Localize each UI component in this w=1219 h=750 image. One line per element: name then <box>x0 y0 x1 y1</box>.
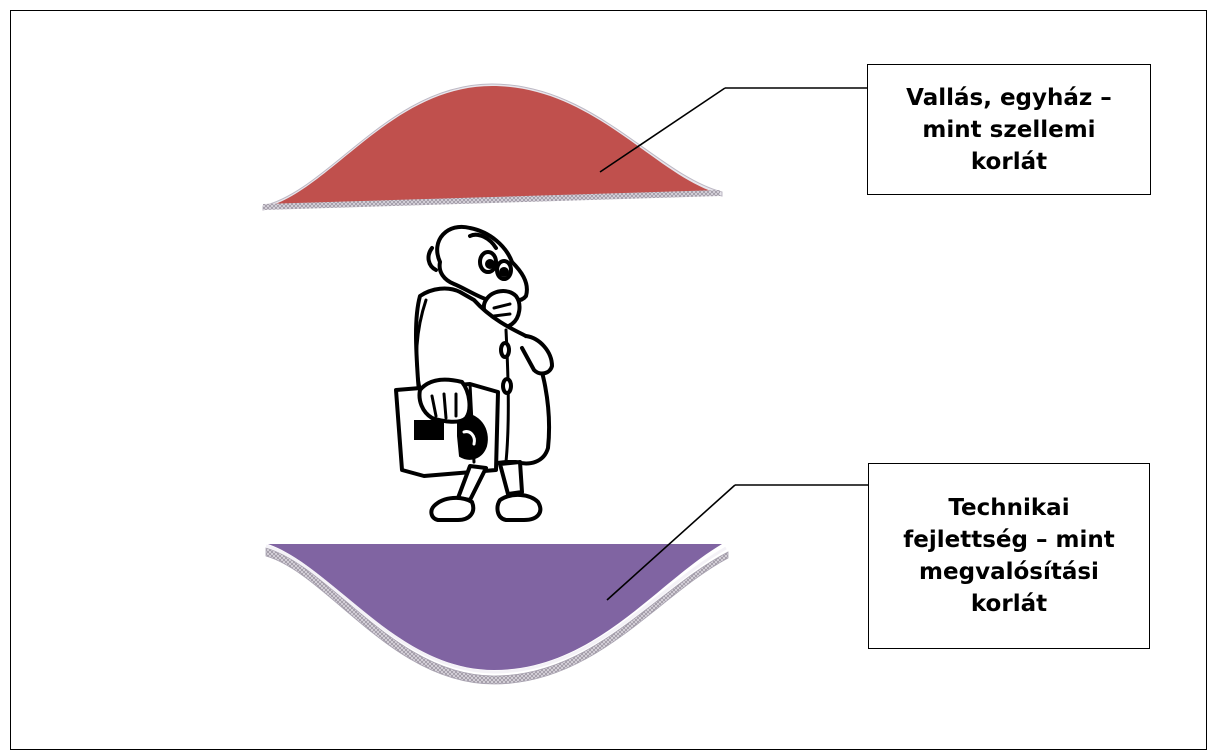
confused-man-with-briefcase-icon <box>396 227 552 520</box>
technology-label-line-2: fejlettség – mint <box>903 524 1114 556</box>
bottom-barrier-shape <box>266 544 728 684</box>
technology-label-line-1: Technikai <box>903 492 1114 524</box>
religion-label-line-2: mint szellemi <box>906 114 1112 146</box>
religion-label-line-3: korlát <box>906 146 1112 178</box>
religion-barrier-label-box: Vallás, egyház – mint szellemi korlát <box>867 64 1151 195</box>
religion-label-line-1: Vallás, egyház – <box>906 82 1112 114</box>
technology-barrier-label-box: Technikai fejlettség – mint megvalósítás… <box>868 463 1150 649</box>
technology-label-line-4: korlát <box>903 588 1114 620</box>
top-barrier-shape <box>263 84 722 210</box>
technology-label-line-3: megvalósítási <box>903 556 1114 588</box>
